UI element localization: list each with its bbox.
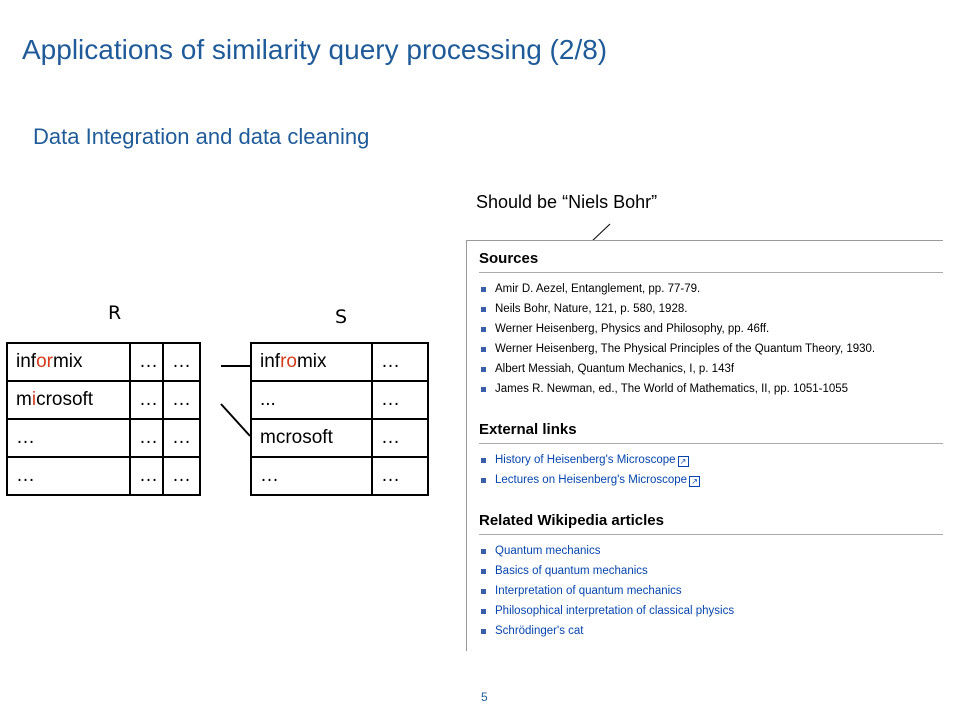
table-row: ...…	[250, 380, 429, 420]
table-row: ………	[6, 418, 201, 458]
cell-value: …	[162, 342, 201, 382]
related-heading: Related Wikipedia articles	[479, 512, 943, 535]
highlighted-chars: i	[31, 389, 37, 410]
list-item: James R. Newman, ed., The World of Mathe…	[479, 379, 943, 399]
cell-value: …	[371, 418, 429, 458]
cell-value: …	[129, 380, 164, 420]
bullet-icon	[481, 569, 486, 574]
list-item[interactable]: Lectures on Heisenberg's Microscope↗	[479, 470, 943, 490]
external-section: External links History of Heisenberg's M…	[479, 421, 943, 490]
wiki-excerpt: Sources Amir D. Aezel, Entanglement, pp.…	[466, 240, 943, 651]
cell-value: …	[129, 418, 164, 458]
highlighted-chars: ro	[280, 351, 297, 372]
cell-name: informix	[6, 342, 131, 382]
table-row: informix……	[6, 342, 201, 382]
table-s: infromix…...…mcrosoft………	[250, 342, 429, 496]
list-item[interactable]: Philosophical interpretation of classica…	[479, 601, 943, 621]
external-list: History of Heisenberg's Microscope↗Lectu…	[479, 450, 943, 490]
list-item: Albert Messiah, Quantum Mechanics, I, p.…	[479, 359, 943, 379]
table-row: ………	[6, 456, 201, 496]
bullet-icon	[481, 367, 486, 372]
slide-subtitle: Data Integration and data cleaning	[33, 124, 370, 149]
list-item[interactable]: Interpretation of quantum mechanics	[479, 581, 943, 601]
external-link-icon: ↗	[689, 476, 701, 487]
cell-name: ...	[250, 380, 373, 420]
bullet-icon	[481, 629, 486, 634]
cell-value: …	[162, 456, 201, 496]
list-item: Werner Heisenberg, Physics and Philosoph…	[479, 319, 943, 339]
page-number: 5	[481, 690, 488, 704]
list-item: Neils Bohr, Nature, 121, p. 580, 1928.	[479, 299, 943, 319]
cell-value: …	[371, 342, 429, 382]
cell-value: …	[129, 456, 164, 496]
slide-title: Applications of similarity query process…	[22, 34, 608, 65]
table-row: mcrosoft…	[250, 418, 429, 458]
sources-section: Sources Amir D. Aezel, Entanglement, pp.…	[479, 250, 943, 399]
bullet-icon	[481, 549, 486, 554]
external-heading: External links	[479, 421, 943, 444]
bullet-icon	[481, 589, 486, 594]
table-row: microsoft……	[6, 380, 201, 420]
list-item: Werner Heisenberg, The Physical Principl…	[479, 339, 943, 359]
list-item[interactable]: History of Heisenberg's Microscope↗	[479, 450, 943, 470]
bullet-icon	[481, 478, 486, 483]
bullet-icon	[481, 387, 486, 392]
table-r-label: R	[108, 302, 122, 324]
table-r: informix……microsoft……………………	[6, 342, 201, 496]
cell-value: …	[371, 456, 429, 496]
cell-name: microsoft	[6, 380, 131, 420]
connector-microsoft	[220, 403, 251, 437]
cell-name: …	[6, 456, 131, 496]
cell-value: …	[162, 380, 201, 420]
table-row: ……	[250, 456, 429, 496]
sources-heading: Sources	[479, 250, 943, 273]
bullet-icon	[481, 458, 486, 463]
bullet-icon	[481, 307, 486, 312]
list-item[interactable]: Quantum mechanics	[479, 541, 943, 561]
sources-list: Amir D. Aezel, Entanglement, pp. 77-79.N…	[479, 279, 943, 399]
cell-value: …	[129, 342, 164, 382]
bullet-icon	[481, 327, 486, 332]
list-item[interactable]: Schrödinger's cat	[479, 621, 943, 641]
cell-name: …	[6, 418, 131, 458]
cell-value: …	[371, 380, 429, 420]
cell-name: infromix	[250, 342, 373, 382]
bullet-icon	[481, 347, 486, 352]
cell-name: …	[250, 456, 373, 496]
callout-text: Should be “Niels Bohr”	[476, 192, 658, 212]
external-link-icon: ↗	[677, 456, 689, 467]
list-item: Amir D. Aezel, Entanglement, pp. 77-79.	[479, 279, 943, 299]
bullet-icon	[481, 287, 486, 292]
list-item[interactable]: Basics of quantum mechanics	[479, 561, 943, 581]
table-s-label: S	[335, 306, 348, 328]
related-section: Related Wikipedia articles Quantum mecha…	[479, 512, 943, 641]
table-row: infromix…	[250, 342, 429, 382]
bullet-icon	[481, 609, 486, 614]
highlighted-chars: or	[36, 351, 53, 372]
cell-value: …	[162, 418, 201, 458]
cell-name: mcrosoft	[250, 418, 373, 458]
